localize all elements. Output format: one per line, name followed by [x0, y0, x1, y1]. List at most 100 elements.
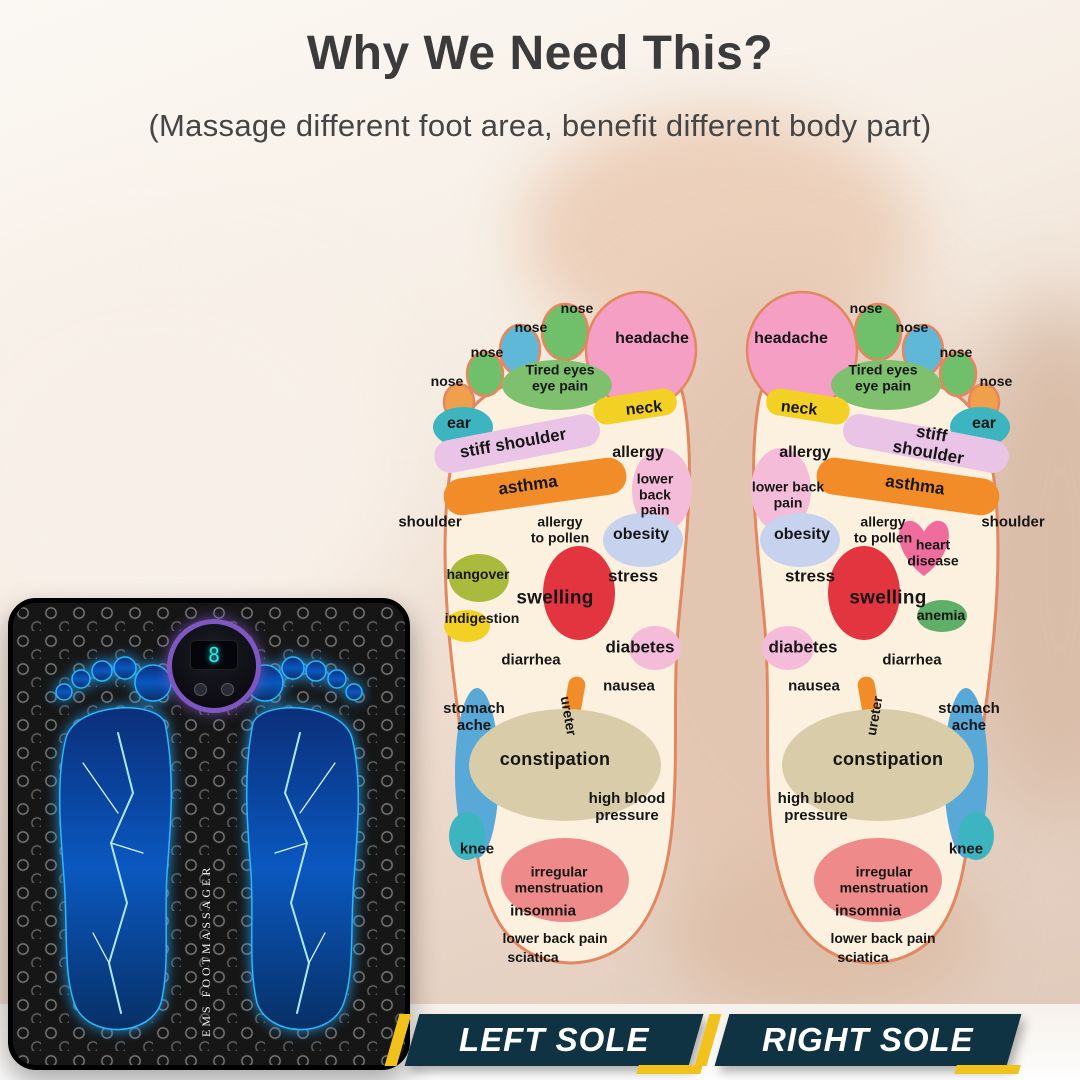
- foot-zone-label: swelling: [849, 587, 927, 609]
- zone-tired-eyes: [831, 360, 941, 410]
- foot-zone-label: asthma: [497, 471, 559, 499]
- foot-zone-label: neck: [780, 398, 819, 419]
- foot-zone-label: Tired eyes eye pain: [525, 361, 595, 393]
- foot-zone-label: irregular menstruation: [839, 863, 929, 895]
- zone-nose-toe-2: [540, 302, 590, 362]
- left-foot-illustration: [433, 290, 698, 965]
- foot-zone-label: anemia: [916, 607, 966, 624]
- zone-neck: [766, 388, 850, 425]
- right-foot-illustration: [745, 290, 1010, 965]
- pad-left-foot-silhouette: [55, 656, 173, 1031]
- zone-irregular-menstruation: [814, 838, 942, 922]
- foot-zone-label: allergy to pollen: [853, 513, 913, 545]
- foot-zone-label: irregular menstruation: [514, 863, 604, 895]
- foot-zone-label: insomnia: [510, 902, 576, 920]
- zone-neck: [593, 388, 677, 425]
- foot-zone-label: stiff shoulder: [458, 424, 568, 462]
- zone-obesity: [760, 513, 840, 567]
- foot-zone-label: swelling: [516, 587, 594, 609]
- zone-irregular-menstruation: [501, 838, 629, 922]
- zone-diabetes: [762, 626, 814, 670]
- foot-zone-label: diabetes: [768, 637, 838, 657]
- left-sole-banner-label: LEFT SOLE: [458, 1021, 650, 1058]
- foot-zone-label: high blood pressure: [777, 790, 855, 824]
- foot-zone-label: nose: [560, 300, 594, 317]
- foot-zone-label: diabetes: [605, 637, 675, 657]
- foot-zone-label: obesity: [773, 526, 831, 544]
- right-foot-mirrored-zones: [745, 290, 1010, 965]
- zone-lower-back-pain: [632, 448, 692, 532]
- zone-swelling: [543, 546, 615, 640]
- zone-asthma: [816, 457, 1000, 516]
- foot-zone-label: headache: [754, 330, 828, 348]
- foot-zone-label: allergy: [612, 444, 664, 462]
- zone-stiff-shoulder: [843, 414, 1009, 473]
- foot-zone-label: diarrhea: [501, 651, 561, 669]
- zone-hangover: [449, 554, 509, 602]
- foot-zone-label: stress: [607, 566, 659, 586]
- foot-zone-label: nose: [939, 344, 973, 361]
- page-title: Why We Need This?: [306, 27, 774, 80]
- pad-feet-illustration: [55, 656, 363, 1031]
- zone-nose-toe-4: [465, 350, 505, 398]
- foot-zone-label: lower back pain: [830, 930, 936, 947]
- zone-obesity: [603, 513, 683, 567]
- foot-zone-label: nose: [895, 319, 929, 336]
- zone-lower-back-pain: [751, 448, 811, 532]
- left-sole-banner: LEFT SOLE: [404, 1014, 704, 1066]
- foot-zone-label: lower back pain: [502, 930, 608, 947]
- foot-zone-label: allergy: [779, 444, 831, 462]
- foot-zone-label: headache: [615, 330, 689, 348]
- zone-constipation: [469, 709, 661, 821]
- foot-zone-label: ear: [971, 415, 997, 433]
- foot-zone-label: constipation: [832, 748, 944, 769]
- zone-asthma: [443, 457, 627, 516]
- foot-zone-label: nose: [849, 300, 883, 317]
- zone-stiff-shoulder: [434, 414, 600, 473]
- zone-anemia: [917, 600, 967, 632]
- foot-zone-label: nose: [514, 319, 548, 336]
- foot-zone-label: nose: [979, 373, 1013, 390]
- foot-zone-label: nose: [430, 373, 464, 390]
- right-sole-banner-label: RIGHT SOLE: [762, 1021, 974, 1058]
- zone-nose-toe-4: [938, 350, 978, 398]
- foot-zone-label: sciatica: [837, 949, 889, 966]
- product-photo-ems-pad: 8 EMS FOOTMASSAGER: [8, 598, 410, 1070]
- ems-controller: 8: [167, 619, 261, 713]
- zone-swelling: [828, 546, 900, 640]
- zone-knee: [449, 812, 485, 860]
- foot-zone-label: nausea: [603, 677, 655, 695]
- controller-display: 8: [190, 640, 238, 670]
- foot-zone-label: stomach ache: [938, 700, 1000, 734]
- zone-tired-eyes: [502, 360, 612, 410]
- right-sole-banner: RIGHT SOLE: [714, 1014, 1022, 1066]
- controller-button-minus: [194, 683, 207, 696]
- page-subtitle: (Massage different foot area, benefit di…: [148, 108, 932, 143]
- foot-zone-label: knee: [948, 840, 984, 858]
- foot-zone-label: lower back pain: [636, 470, 674, 518]
- foot-zone-label: heart disease: [907, 536, 959, 568]
- foot-zone-label: ear: [446, 415, 472, 433]
- foot-zone-label: obesity: [612, 526, 670, 544]
- foot-zone-label: knee: [459, 840, 495, 858]
- foot-zone-label: asthma: [884, 471, 946, 499]
- foot-zone-label: stomach ache: [443, 700, 505, 734]
- foot-zone-label: constipation: [499, 748, 611, 769]
- controller-button-plus: [221, 683, 234, 696]
- foot-zone-label: neck: [624, 398, 663, 419]
- foot-zone-label: stress: [784, 566, 836, 586]
- foot-zone-label: stiff shoulder: [891, 421, 966, 468]
- foot-zone-label: Tired eyes eye pain: [848, 361, 918, 393]
- zone-diabetes: [629, 626, 681, 670]
- foot-zone-label: nose: [470, 344, 504, 361]
- foot-zone-label: sciatica: [507, 949, 559, 966]
- foot-zone-label: hangover: [446, 566, 510, 583]
- foot-zone-label: nausea: [788, 677, 840, 695]
- zone-constipation: [782, 709, 974, 821]
- zone-knee: [958, 812, 994, 860]
